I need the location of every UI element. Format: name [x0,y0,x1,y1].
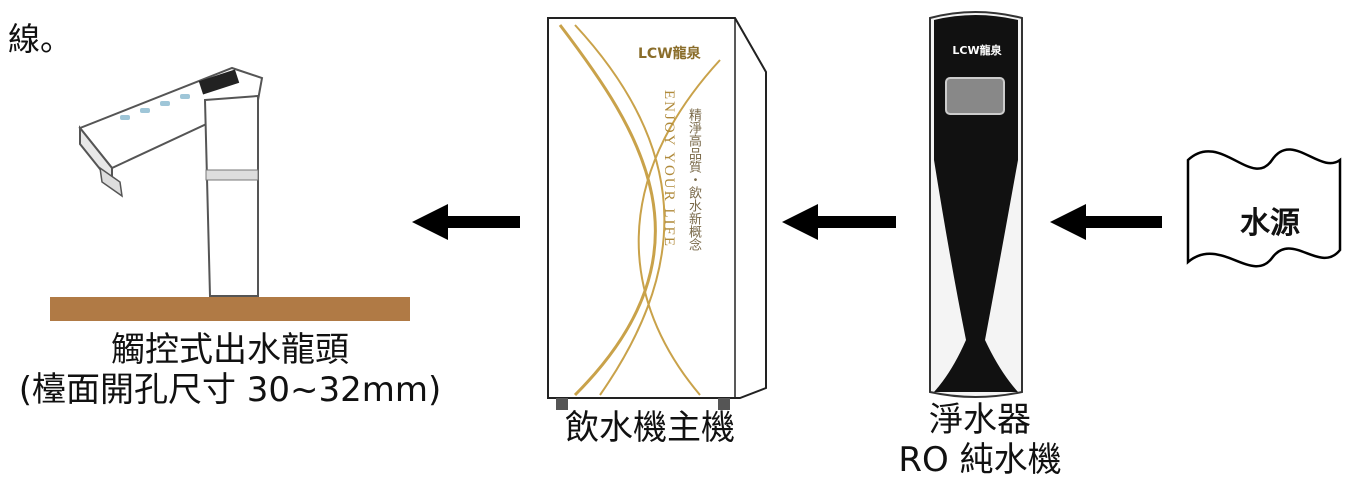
arrow-to-main-unit [782,204,896,240]
faucet-label-line2: (檯面開孔尺寸 30~32mm) [18,370,442,410]
main-unit-logo: LCW龍泉 [638,46,701,62]
arrow-to-purifier [1050,204,1162,240]
purifier-logo: LCW龍泉 [952,44,1002,57]
top-text: 線。 [8,20,73,58]
purifier-label-line2: RO 純水機 [898,440,1062,480]
water-source-shape [1186,148,1342,268]
faucet-illustration [50,66,410,321]
faucet-label: 觸控式出水龍頭 (檯面開孔尺寸 30~32mm) [0,330,460,410]
purifier-label-line1: 淨水器 [929,400,1031,440]
purifier-illustration [929,11,1023,398]
water-source-label: 水源 [1240,206,1300,241]
faucet-label-line1: 觸控式出水龍頭 [111,330,349,370]
main-unit-slogan: ENJOY YOUR LIFE [661,90,677,249]
purifier-label: 淨水器 RO 純水機 [860,400,1100,480]
main-unit-illustration [547,17,767,410]
arrow-to-faucet [412,204,520,240]
countertop [50,297,410,321]
main-unit-vertical-text: 精淨高品質・飲水新概念 [686,108,701,251]
main-unit-label: 飲水機主機 [565,408,735,448]
